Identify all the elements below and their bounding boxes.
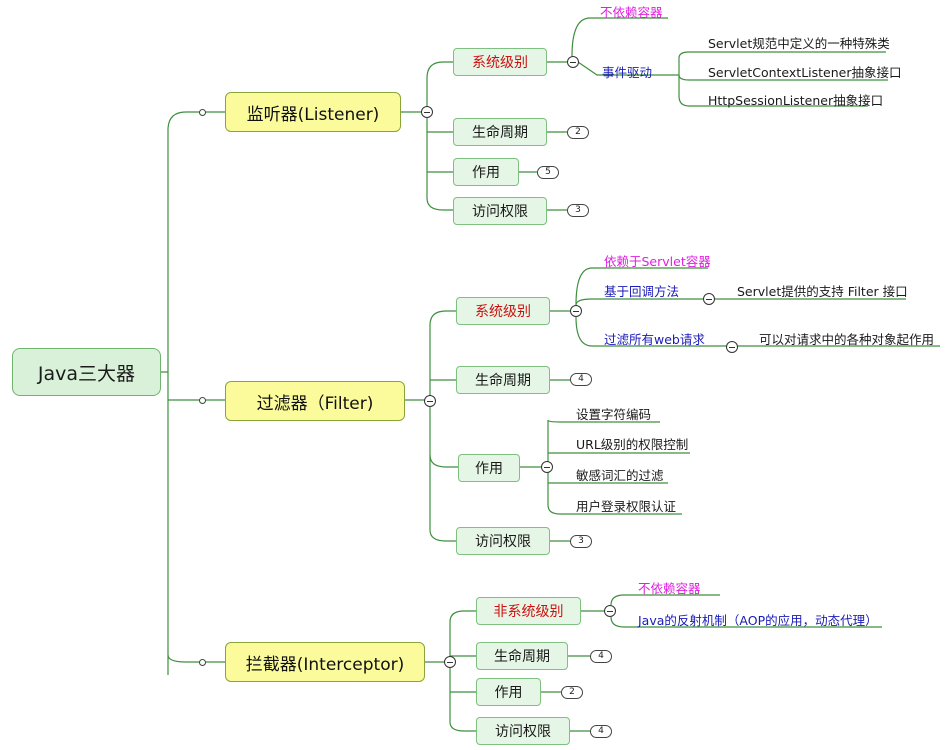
- filter-collapse-icon[interactable]: [424, 395, 436, 407]
- listener-lifecycle-count-badge[interactable]: 2: [567, 126, 589, 139]
- connector-knob: [199, 397, 206, 404]
- listener-lifecycle-node[interactable]: 生命周期: [453, 118, 547, 146]
- interceptor-purpose-node[interactable]: 作用: [476, 678, 541, 706]
- filter-access-node[interactable]: 访问权限: [456, 527, 550, 555]
- listener-purpose-count-badge[interactable]: 5: [537, 166, 559, 179]
- interceptor-lifecycle-node[interactable]: 生命周期: [476, 642, 568, 670]
- listener-system-level-node[interactable]: 系统级别: [453, 48, 547, 76]
- interceptor-reflection[interactable]: Java的反射机制（AOP的应用，动态代理）: [638, 612, 878, 628]
- listener-event-item-3[interactable]: HttpSessionListener抽象接口: [708, 92, 884, 108]
- interceptor-not-depend-container[interactable]: 不依赖容器: [638, 580, 701, 596]
- listener-access-node[interactable]: 访问权限: [453, 197, 547, 225]
- filter-callback-method[interactable]: 基于回调方法: [604, 283, 680, 299]
- filter-purpose-collapse-icon[interactable]: [541, 461, 553, 473]
- listener-node[interactable]: 监听器(Listener): [225, 92, 401, 132]
- filter-purpose-item-2[interactable]: URL级别的权限控制: [576, 436, 689, 452]
- listener-event-item-2[interactable]: ServletContextListener抽象接口: [708, 64, 902, 80]
- interceptor-node[interactable]: 拦截器(Interceptor): [225, 642, 425, 682]
- listener-event-item-1[interactable]: Servlet规范中定义的一种特殊类: [708, 35, 890, 51]
- interceptor-lifecycle-count-badge[interactable]: 4: [590, 650, 612, 663]
- filter-level-collapse-icon[interactable]: [570, 305, 582, 317]
- listener-level-collapse-icon[interactable]: [567, 56, 579, 68]
- root-node-java-three[interactable]: Java三大器: [12, 348, 161, 396]
- interceptor-level-collapse-icon[interactable]: [604, 605, 616, 617]
- filter-system-level-node[interactable]: 系统级别: [456, 297, 550, 325]
- listener-not-depend-container[interactable]: 不依赖容器: [600, 4, 663, 20]
- listener-event-driven[interactable]: 事件驱动: [602, 64, 653, 80]
- filter-access-count-badge[interactable]: 3: [570, 535, 592, 548]
- filter-depend-servlet[interactable]: 依赖于Servlet容器: [604, 253, 711, 269]
- filter-lifecycle-node[interactable]: 生命周期: [456, 366, 550, 394]
- interceptor-purpose-count-badge[interactable]: 2: [561, 686, 583, 699]
- filter-purpose-item-1[interactable]: 设置字符编码: [576, 406, 652, 422]
- connector-knob: [199, 659, 206, 666]
- interceptor-collapse-icon[interactable]: [444, 656, 456, 668]
- listener-access-count-badge[interactable]: 3: [567, 204, 589, 217]
- filter-purpose-item-4[interactable]: 用户登录权限认证: [576, 498, 677, 514]
- listener-purpose-node[interactable]: 作用: [453, 158, 519, 186]
- filter-lifecycle-count-badge[interactable]: 4: [570, 373, 592, 386]
- listener-collapse-icon[interactable]: [421, 106, 433, 118]
- filter-all-detail[interactable]: 可以对请求中的各种对象起作用: [759, 331, 935, 347]
- filter-callback-detail[interactable]: Servlet提供的支持 Filter 接口: [737, 283, 908, 299]
- filter-purpose-node[interactable]: 作用: [458, 454, 520, 482]
- connector-knob: [199, 109, 206, 116]
- filter-node[interactable]: 过滤器（Filter): [225, 381, 405, 421]
- interceptor-access-node[interactable]: 访问权限: [476, 717, 570, 745]
- interceptor-access-count-badge[interactable]: 4: [590, 725, 612, 738]
- filter-all-web-requests[interactable]: 过滤所有web请求: [604, 331, 705, 347]
- interceptor-non-system-level-node[interactable]: 非系统级别: [476, 597, 581, 625]
- filter-callback-collapse-icon[interactable]: [703, 293, 715, 305]
- filter-purpose-item-3[interactable]: 敏感词汇的过滤: [576, 467, 664, 483]
- filter-all-collapse-icon[interactable]: [726, 341, 738, 353]
